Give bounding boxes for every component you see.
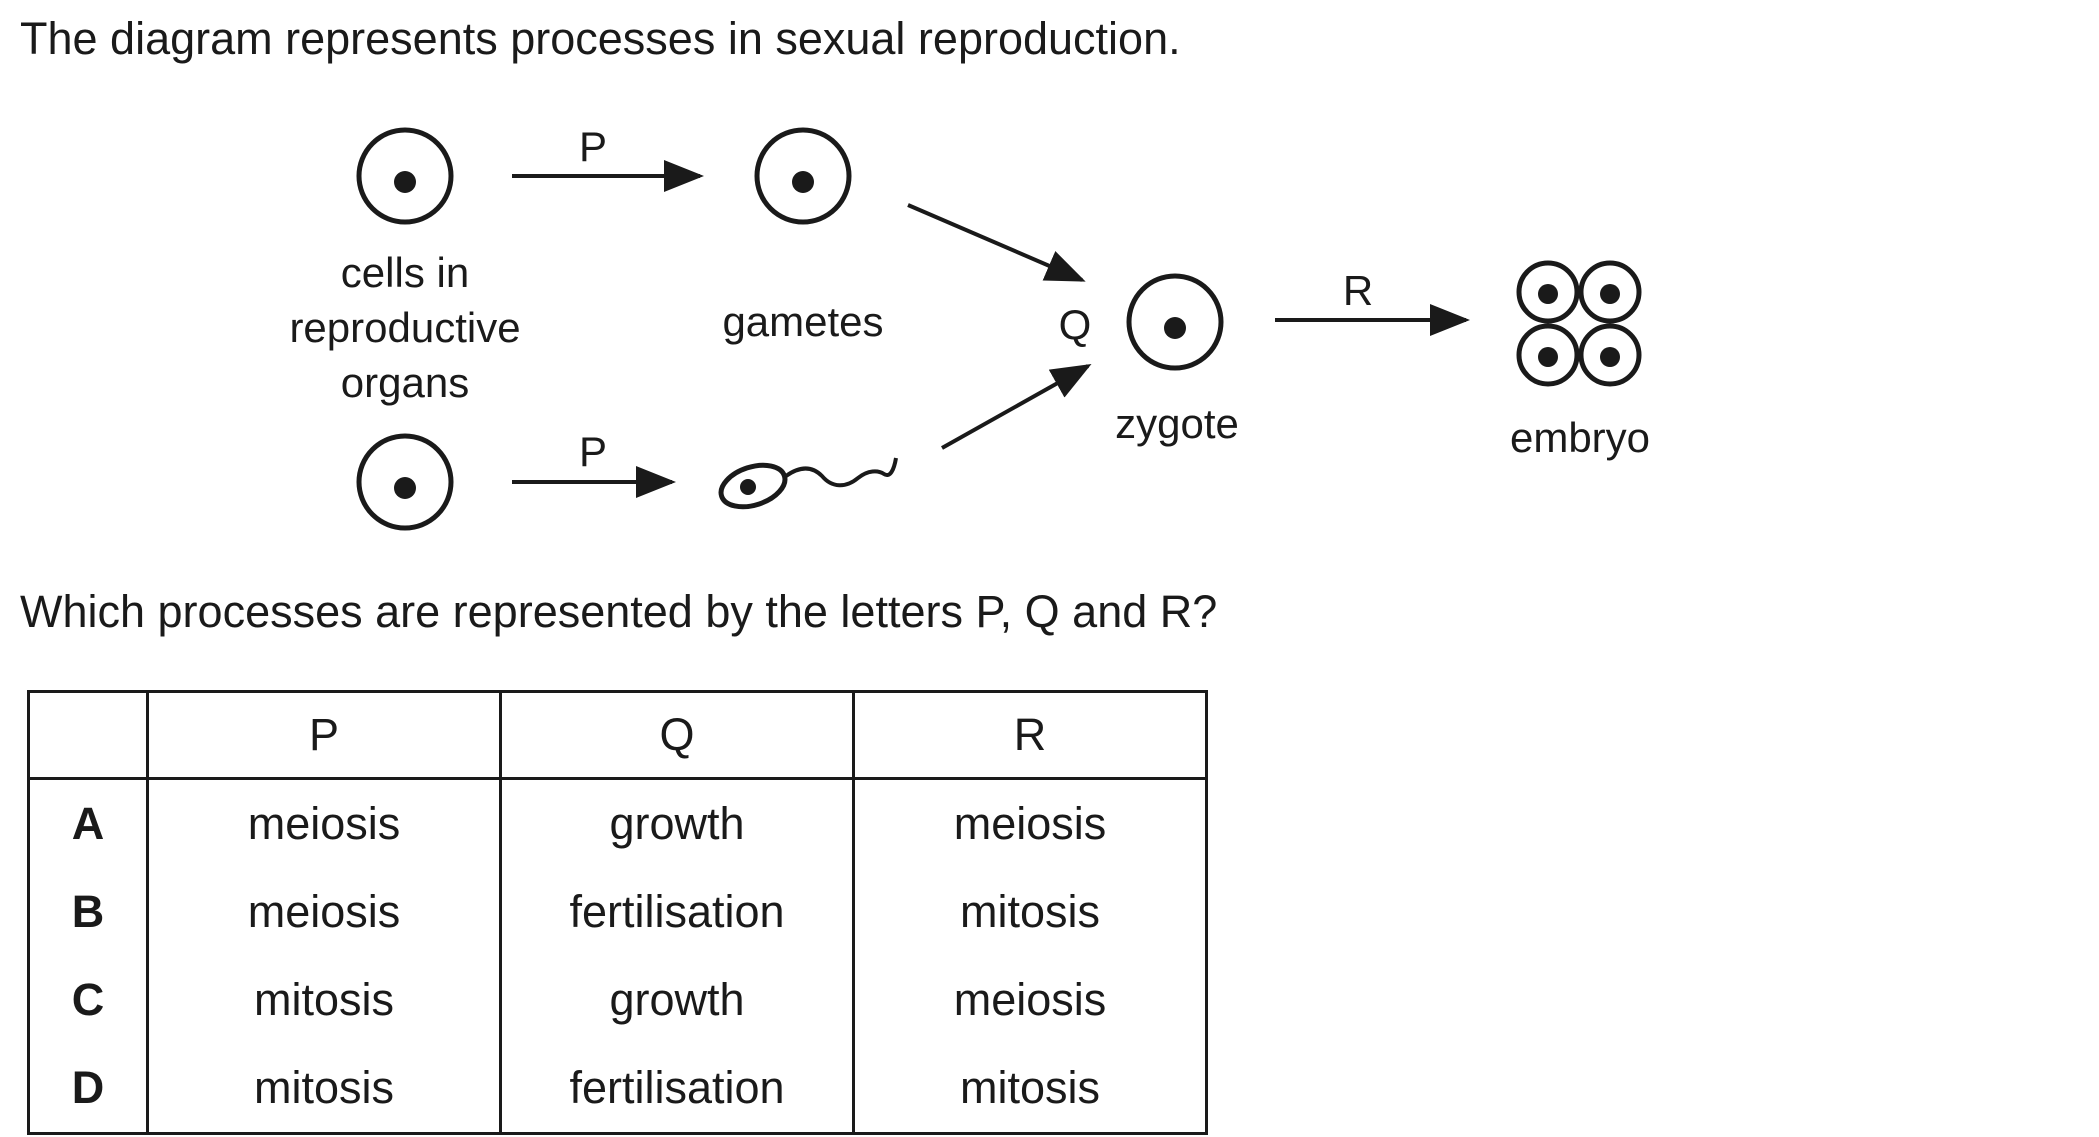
question-prompt: Which processes are represented by the l… bbox=[20, 586, 1218, 637]
body-cell-bottom bbox=[356, 433, 454, 531]
label-cells-line1: cells in bbox=[341, 249, 469, 296]
cell-r: meiosis bbox=[852, 778, 1208, 868]
cell-p: mitosis bbox=[146, 956, 502, 1044]
table-row: D mitosis fertilisation mitosis bbox=[27, 1044, 1208, 1135]
label-q: Q bbox=[1059, 301, 1092, 348]
reproduction-diagram: P P Q R cells in reproductive organs gam… bbox=[289, 123, 1650, 531]
cell-q: fertilisation bbox=[499, 1044, 855, 1135]
table-row: B meiosis fertilisation mitosis bbox=[27, 868, 1208, 956]
table-row: C mitosis growth meiosis bbox=[27, 956, 1208, 1044]
label-zygote: zygote bbox=[1115, 400, 1239, 447]
label-gametes: gametes bbox=[722, 298, 883, 345]
cell-r: mitosis bbox=[852, 1044, 1208, 1135]
header-q: Q bbox=[499, 690, 855, 780]
cell-q: growth bbox=[499, 956, 855, 1044]
answer-table: P Q R A meiosis growth meiosis B meiosis… bbox=[27, 690, 1208, 1135]
option-letter: B bbox=[27, 868, 149, 956]
label-cells-line2: reproductive bbox=[289, 304, 520, 351]
embryo-cells bbox=[1516, 260, 1642, 387]
sperm-cell bbox=[718, 457, 898, 510]
arrow-q-bottom bbox=[941, 364, 1092, 450]
egg-cell bbox=[754, 127, 852, 225]
header-blank bbox=[27, 690, 149, 780]
cell-q: fertilisation bbox=[499, 868, 855, 956]
label-r: R bbox=[1343, 267, 1373, 314]
cell-p: meiosis bbox=[146, 778, 502, 868]
cell-p: meiosis bbox=[146, 868, 502, 956]
label-p-top: P bbox=[579, 123, 607, 170]
arrow-q-top bbox=[907, 203, 1086, 282]
option-letter: A bbox=[27, 778, 149, 868]
question-intro: The diagram represents processes in sexu… bbox=[20, 13, 1181, 64]
table-row: A meiosis growth meiosis bbox=[27, 778, 1208, 868]
option-letter: D bbox=[27, 1044, 149, 1135]
header-p: P bbox=[146, 690, 502, 780]
header-r: R bbox=[852, 690, 1208, 780]
cell-q: growth bbox=[499, 778, 855, 868]
table-header-row: P Q R bbox=[27, 690, 1208, 780]
option-letter: C bbox=[27, 956, 149, 1044]
cell-p: mitosis bbox=[146, 1044, 502, 1135]
cell-r: meiosis bbox=[852, 956, 1208, 1044]
label-p-bottom: P bbox=[579, 428, 607, 475]
zygote-cell bbox=[1126, 273, 1224, 371]
label-embryo: embryo bbox=[1510, 414, 1650, 461]
body-cell-top bbox=[356, 127, 454, 225]
label-cells-line3: organs bbox=[341, 359, 469, 406]
cell-r: mitosis bbox=[852, 868, 1208, 956]
